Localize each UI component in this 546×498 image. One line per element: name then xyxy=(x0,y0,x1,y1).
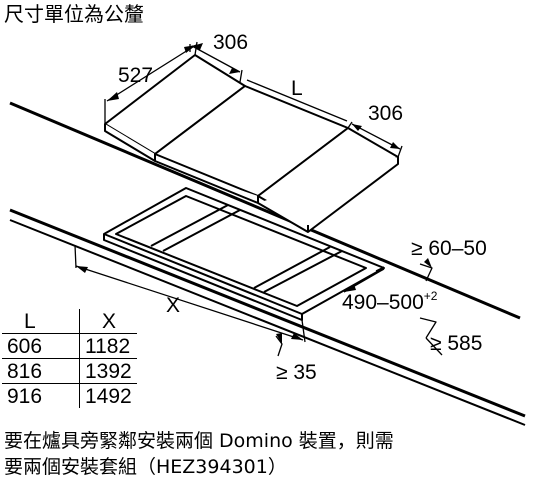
dimension-lines xyxy=(74,41,443,357)
dim-top-width: 306 xyxy=(213,31,248,54)
cell-x: 1182 xyxy=(79,333,137,359)
dim-gap-back: ≥ 60–50 xyxy=(411,237,487,260)
dim-counter-depth: ≥ 585 xyxy=(430,332,482,355)
table-row: 606 1182 xyxy=(2,333,137,359)
dim-cutout-depth: 490–500+2 xyxy=(342,289,438,314)
cell-l: 606 xyxy=(2,333,80,359)
countertop-front-edge-bottom xyxy=(9,219,526,426)
cell-l: 816 xyxy=(2,358,80,384)
dim-cutout-depth-tolerance: +2 xyxy=(424,289,438,303)
cell-x: 1392 xyxy=(79,358,137,384)
page-title: 尺寸單位為公釐 xyxy=(4,2,144,26)
table-row: 816 1392 xyxy=(2,358,137,384)
cell-l: 916 xyxy=(2,383,80,408)
dim-length: L xyxy=(291,77,303,100)
note-line-1: 要在爐具旁緊鄰安裝兩個 Domino 裝置，則需 xyxy=(4,430,394,452)
dim-cutout-length: X xyxy=(166,294,180,317)
dim-cutout-depth-value: 490–500 xyxy=(342,291,424,314)
arrowheads xyxy=(76,43,432,344)
dim-front-gap: ≥ 35 xyxy=(276,361,317,384)
header-l: L xyxy=(2,309,80,334)
dim-right-width: 306 xyxy=(368,102,403,125)
header-x: X xyxy=(79,309,137,334)
cell-x: 1492 xyxy=(85,385,132,408)
table-row: 916 1492 xyxy=(2,383,137,408)
installation-note: 要在爐具旁緊鄰安裝兩個 Domino 裝置，則需 要兩個安裝套組（HEZ3943… xyxy=(4,428,394,480)
hob-modules xyxy=(104,54,399,233)
dim-depth: 527 xyxy=(118,64,153,87)
size-table-header: L X xyxy=(2,309,137,334)
countertop-back-edge xyxy=(9,101,521,320)
size-table: L X 606 1182 816 1392 916 1492 xyxy=(2,309,137,408)
note-line-2: 要兩個安裝套組（HEZ394301） xyxy=(4,456,287,478)
countertop-front-edge-top xyxy=(9,208,526,418)
cutout xyxy=(103,187,385,321)
